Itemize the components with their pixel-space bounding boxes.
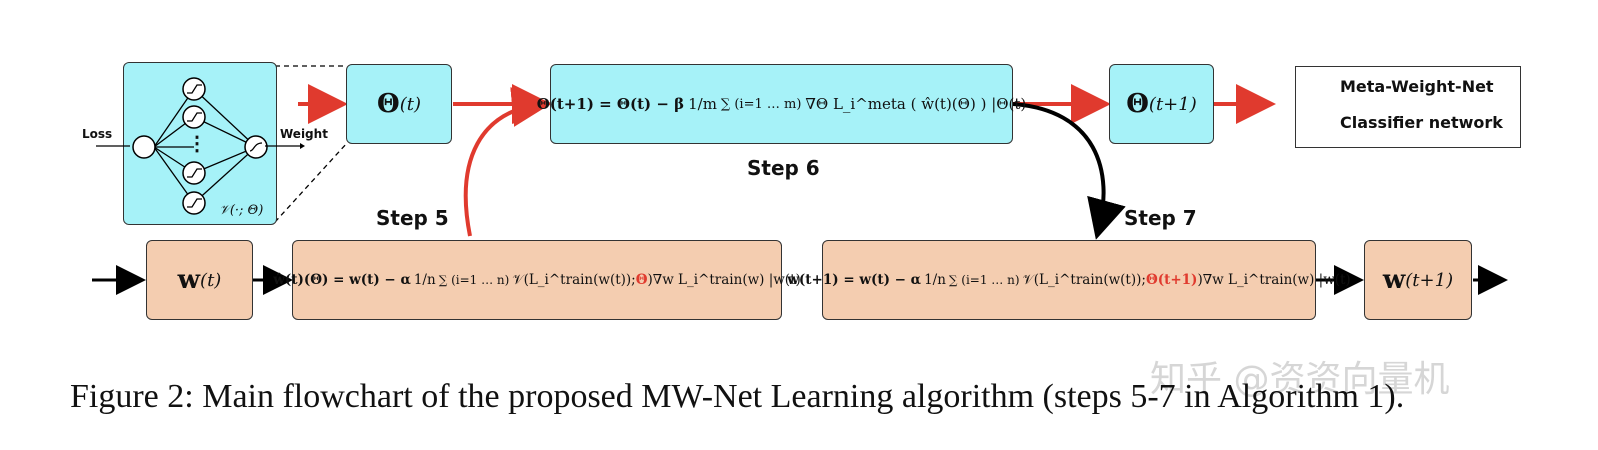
legend-classifier-label: Classifier network — [1340, 113, 1503, 132]
step7-lhs: w(t+1) = w(t) − α — [787, 272, 922, 288]
arrow-step6-to-step7 — [1012, 102, 1126, 240]
theta-t1-box: Θ(t+1) — [1109, 64, 1214, 144]
step6-rhs: ∇Θ L_i^meta ( ŵ(t)(Θ) ) |Θ(t) — [805, 95, 1027, 113]
arrow-step5-to-step6 — [463, 87, 552, 237]
watermark: 知乎 @资资向量机 — [1150, 359, 1450, 400]
step6-fraction: 1/m — [688, 95, 717, 113]
legend-classifier-network: Classifier network — [1340, 113, 1503, 132]
step5-lhs: ŵ(t)(Θ) = w(t) − α — [273, 272, 411, 288]
w-t-superscript: (t) — [200, 269, 222, 291]
step6-lhs: Θ(t+1) = Θ(t) − β — [536, 95, 685, 113]
w-t1-box: w(t+1) — [1364, 240, 1472, 320]
legend: Meta-Weight-Net Classifier network — [1295, 66, 1521, 148]
step7-label: Step 7 — [1124, 206, 1197, 230]
theta-t1-superscript: (t+1) — [1148, 93, 1197, 115]
step6-sum: ∑ (i=1 … m) — [720, 96, 802, 112]
step5-rhs: )∇w L_i^train(w) |w(t) — [647, 272, 801, 288]
step5-equation-box: ŵ(t)(Θ) = w(t) − α 1/n ∑ (i=1 … n) 𝒱(L_i… — [273, 240, 801, 320]
step6-label: Step 6 — [747, 156, 820, 180]
legend-meta-weight-net: Meta-Weight-Net — [1340, 77, 1494, 96]
w-t-symbol: w — [177, 265, 201, 295]
step5-label: Step 5 — [376, 206, 449, 230]
theta-t-box: Θ(t) — [346, 64, 452, 144]
step7-equation-box: w(t+1) = w(t) − α 1/n ∑ (i=1 … n) 𝒱(L_i^… — [787, 240, 1351, 320]
meta-weight-net-box: ⋮ 𝒱(·; Θ) — [123, 62, 277, 225]
step7-sum: ∑ (i=1 … n) — [948, 273, 1020, 287]
loss-label: Loss — [82, 127, 113, 141]
step7-mid: 𝒱(L_i^train(w(t)); — [1022, 272, 1146, 288]
step5-theta-red: Θ — [635, 272, 648, 288]
step5-sum: ∑ (i=1 … n) — [438, 273, 510, 287]
w-t-box: w(t) — [146, 240, 253, 320]
output-node — [244, 135, 268, 159]
theta-t1-symbol: Θ — [1126, 89, 1149, 119]
theta-t-symbol: Θ — [377, 89, 400, 119]
theta-t-superscript: (t) — [399, 93, 421, 115]
w-t1-symbol: w — [1382, 265, 1406, 295]
function-label: 𝒱(·; Θ) — [219, 203, 264, 218]
network-diagram — [132, 77, 268, 215]
step5-fraction: 1/n — [413, 272, 436, 288]
ellipsis-label: ⋮ — [187, 131, 207, 155]
step6-equation-box: Θ(t+1) = Θ(t) − β 1/m ∑ (i=1 … m) ∇Θ L_i… — [537, 64, 1026, 144]
step7-fraction: 1/n — [924, 272, 946, 288]
step7-theta-red: Θ(t+1) — [1145, 272, 1198, 288]
weight-label: Weight — [280, 127, 328, 141]
step5-mid: 𝒱(L_i^train(w(t)); — [512, 272, 636, 288]
legend-meta-label: Meta-Weight-Net — [1340, 77, 1494, 96]
figure-caption: Figure 2: Main flowchart of the proposed… — [70, 378, 1405, 415]
step7-rhs: )∇w L_i^train(w) |w(t) — [1197, 272, 1351, 288]
input-node — [132, 135, 156, 159]
w-t1-superscript: (t+1) — [1405, 269, 1454, 291]
